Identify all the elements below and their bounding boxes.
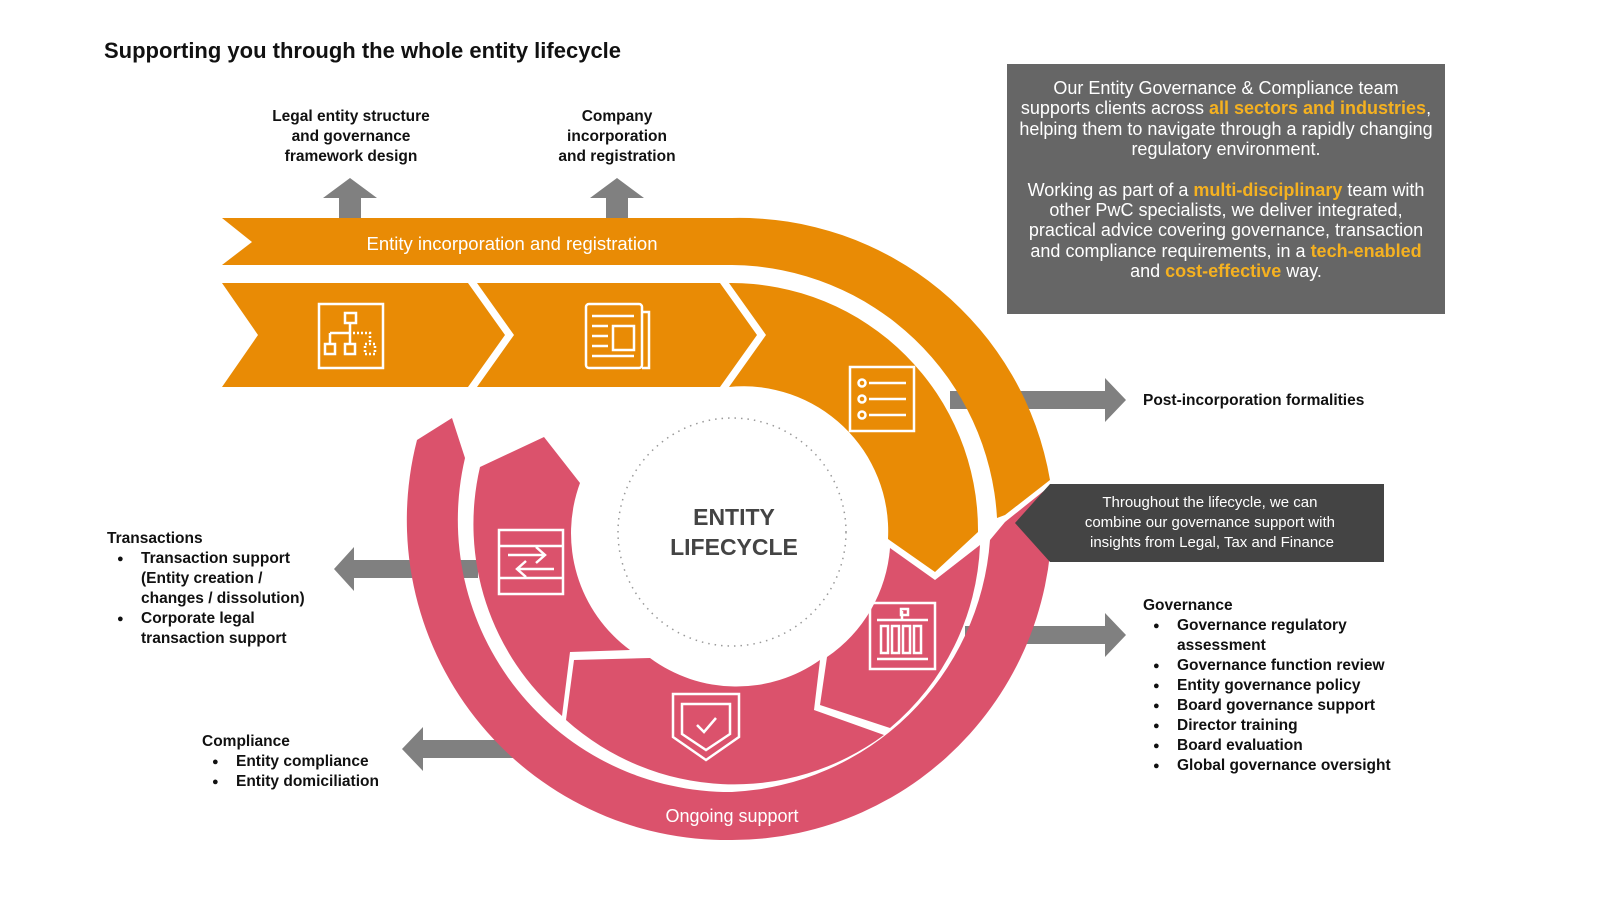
label-line: and governance xyxy=(291,128,411,145)
connector-arrows xyxy=(323,178,1126,771)
checklist-icon xyxy=(848,365,916,433)
info-highlight: multi-disciplinary xyxy=(1193,179,1343,200)
orange-chevron-3 xyxy=(729,282,979,572)
info-box: Our Entity Governance & Compliance team … xyxy=(1007,64,1445,314)
info-text: and xyxy=(1130,261,1166,282)
compliance-list: Compliance Entity compliance Entity domi… xyxy=(202,732,422,792)
page-title: Supporting you through the whole entity … xyxy=(104,38,622,63)
label-line: Company xyxy=(581,108,653,125)
label-company-incorporation: Company incorporation and registration xyxy=(540,107,694,167)
arrow-right-governance xyxy=(965,613,1126,657)
pink-outer-band xyxy=(406,418,1052,841)
orange-chevron-2 xyxy=(477,283,757,387)
newspaper-icon xyxy=(584,302,651,370)
government-building-icon xyxy=(868,601,937,671)
info-highlight: tech-enabled xyxy=(1310,240,1422,261)
callout-box xyxy=(1015,484,1384,562)
list-item: Global governance oversight xyxy=(1153,756,1423,776)
list-item: Governance function review xyxy=(1153,656,1423,676)
orange-outer-band xyxy=(222,217,1050,518)
arrow-left-transactions xyxy=(334,547,478,591)
list-item: Governance regulatory assessment xyxy=(1153,616,1387,656)
label-line: and registration xyxy=(558,148,676,165)
info-text: , helping them to navigate through a rap… xyxy=(1019,98,1433,160)
post-incorporation-label: Post-incorporation formalities xyxy=(1143,392,1365,409)
shield-check-icon xyxy=(671,692,741,762)
list-item: Director training xyxy=(1153,716,1423,736)
arrow-left-compliance xyxy=(402,727,540,771)
orange-chevron-1 xyxy=(222,283,505,387)
pink-band-label: Ongoing support xyxy=(665,806,798,826)
list-item: Board evaluation xyxy=(1153,736,1423,756)
list-item: Corporate legal transaction support xyxy=(117,609,301,649)
arrow-up-incorporation xyxy=(590,178,644,222)
list-item: Entity governance policy xyxy=(1153,676,1423,696)
info-highlight: all sectors and industries xyxy=(1208,98,1427,119)
callout-text: Throughout the lifecycle, we can combine… xyxy=(1085,494,1339,551)
center-dotted-circle xyxy=(617,417,847,647)
list-item: Entity domiciliation xyxy=(212,772,422,792)
governance-list: Governance Governance regulatory assessm… xyxy=(1143,596,1423,776)
pink-segment-compliance xyxy=(566,658,884,785)
info-paragraph-2: Working as part of a multi-disciplinary … xyxy=(1017,180,1435,282)
label-line: incorporation xyxy=(567,128,667,145)
transfer-arrows-icon xyxy=(497,528,565,596)
governance-heading: Governance xyxy=(1143,597,1233,614)
pink-segment-transactions xyxy=(473,437,630,716)
label-structure-design: Legal entity structure and governance fr… xyxy=(262,107,440,167)
transactions-list: Transactions Transaction support (Entity… xyxy=(107,529,337,649)
info-text: Our Entity Governance & Compliance team … xyxy=(1020,78,1399,119)
info-highlight: cost-effective xyxy=(1165,261,1282,282)
info-text: team with other PwC specialists, we deli… xyxy=(1028,179,1425,261)
transactions-heading: Transactions xyxy=(107,530,203,547)
center-title-line2: LIFECYCLE xyxy=(670,534,798,560)
arrow-up-structure xyxy=(323,178,377,222)
orange-band-label: Entity incorporation and registration xyxy=(366,233,657,254)
org-chart-icon xyxy=(317,302,385,370)
list-item: Transaction support (Entity creation / c… xyxy=(117,549,321,609)
callout-line: insights from Legal, Tax and Finance xyxy=(1090,534,1334,551)
label-line: framework design xyxy=(284,148,418,165)
label-line: Legal entity structure xyxy=(272,108,430,125)
callout-line: Throughout the lifecycle, we can xyxy=(1102,494,1317,511)
arrow-right-post-incorporation xyxy=(950,378,1126,422)
compliance-heading: Compliance xyxy=(202,733,290,750)
list-item: Board governance support xyxy=(1153,696,1423,716)
info-text: Working as part of a xyxy=(1027,179,1194,200)
list-item: Entity compliance xyxy=(212,752,422,772)
info-text: way. xyxy=(1281,261,1322,282)
info-paragraph-1: Our Entity Governance & Compliance team … xyxy=(1017,78,1435,160)
center-title-line1: ENTITY xyxy=(693,504,775,530)
callout-line: combine our governance support with xyxy=(1085,514,1335,531)
